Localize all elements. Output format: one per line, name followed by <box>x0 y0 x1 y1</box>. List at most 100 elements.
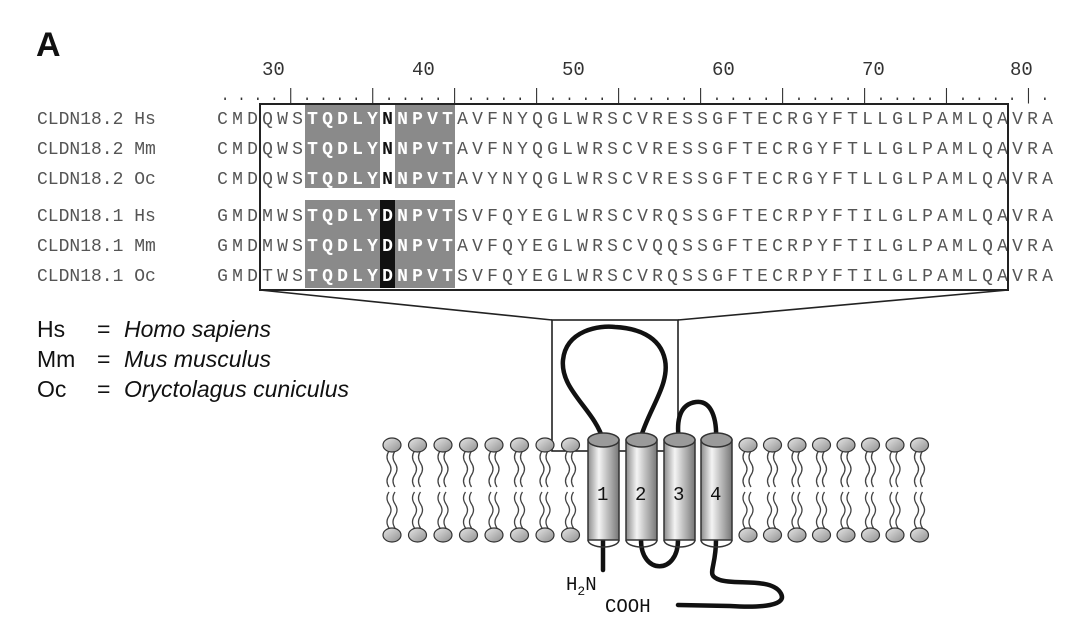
residue: M <box>952 237 963 257</box>
residue: F <box>727 140 738 160</box>
residue: A <box>1042 267 1053 287</box>
residue: A <box>457 110 468 130</box>
legend-eq: = <box>97 376 110 402</box>
residue: S <box>682 170 693 190</box>
residue: V <box>1012 110 1023 130</box>
highlight-box-group1 <box>305 104 380 188</box>
sequence-alignment: CLDN18.2 Hs CLDN18.2 Mm CLDN18.2 Oc CLDN… <box>37 103 1053 291</box>
residue: D <box>382 207 393 227</box>
residue: N <box>382 170 393 190</box>
residue: S <box>457 267 468 287</box>
residue: L <box>352 140 363 160</box>
ruler-number: 30 <box>262 59 285 81</box>
residue: C <box>217 140 228 160</box>
residue: C <box>622 110 633 130</box>
lipid <box>836 437 856 543</box>
helix-label: 2 <box>635 484 646 506</box>
residue: G <box>892 170 903 190</box>
residue: V <box>427 237 438 257</box>
residue: Y <box>517 267 528 287</box>
residue: E <box>757 110 768 130</box>
residue: A <box>937 140 948 160</box>
residue: Y <box>487 170 498 190</box>
residue: T <box>847 110 858 130</box>
ruler-dots: . . . . | . . . . | . . . . | . . . . | … <box>221 87 1049 106</box>
residue: N <box>397 140 408 160</box>
residue: V <box>427 170 438 190</box>
residue: M <box>232 207 243 227</box>
lipid <box>484 437 504 543</box>
residue: F <box>727 207 738 227</box>
residue: C <box>772 237 783 257</box>
residue: L <box>907 140 918 160</box>
residue: T <box>442 207 453 227</box>
residue: P <box>802 267 813 287</box>
lipid <box>535 437 555 543</box>
residue: S <box>292 110 303 130</box>
residue: L <box>877 267 888 287</box>
residue: G <box>547 110 558 130</box>
residue: S <box>292 140 303 160</box>
residue: T <box>847 267 858 287</box>
residue: T <box>262 267 273 287</box>
residue: L <box>562 237 573 257</box>
residue: N <box>382 140 393 160</box>
residue: T <box>442 267 453 287</box>
residue: R <box>592 170 603 190</box>
residue: R <box>652 170 663 190</box>
residue: T <box>442 170 453 190</box>
residue: E <box>757 207 768 227</box>
residue: Y <box>517 110 528 130</box>
residue: Q <box>532 140 543 160</box>
residue: E <box>667 140 678 160</box>
residue: V <box>637 110 648 130</box>
residue: S <box>292 207 303 227</box>
residue: V <box>637 237 648 257</box>
panel-label: A <box>36 26 61 64</box>
residue: Q <box>667 207 678 227</box>
residue: F <box>727 237 738 257</box>
residue: S <box>607 110 618 130</box>
residue: G <box>892 140 903 160</box>
residue: W <box>277 267 288 287</box>
ruler-number: 80 <box>1010 59 1033 81</box>
residue: S <box>607 237 618 257</box>
residue: G <box>802 110 813 130</box>
residue: M <box>952 170 963 190</box>
residue: T <box>442 110 453 130</box>
residue: G <box>712 237 723 257</box>
residue: W <box>577 170 588 190</box>
residue: S <box>682 237 693 257</box>
residue: P <box>922 110 933 130</box>
residue: S <box>457 207 468 227</box>
residue: G <box>892 207 903 227</box>
residue: D <box>337 207 348 227</box>
residue: D <box>247 267 258 287</box>
residue: S <box>697 267 708 287</box>
position-ruler: 30 40 50 60 70 80 . . . . | . . . . | . … <box>221 59 1049 106</box>
residue: W <box>277 140 288 160</box>
residue: D <box>382 237 393 257</box>
residue: Q <box>262 170 273 190</box>
residue: N <box>502 170 513 190</box>
residue: V <box>637 267 648 287</box>
residue: R <box>1027 170 1038 190</box>
residue: M <box>952 140 963 160</box>
residue: L <box>877 170 888 190</box>
residue: A <box>1042 207 1053 227</box>
residue: L <box>967 267 978 287</box>
residue: P <box>922 140 933 160</box>
residue: R <box>787 170 798 190</box>
residue: P <box>802 237 813 257</box>
residue: G <box>547 237 558 257</box>
residue: P <box>922 267 933 287</box>
residue: L <box>352 110 363 130</box>
residue: R <box>652 110 663 130</box>
legend-abbr: Oc <box>37 376 66 402</box>
residue: Q <box>262 140 273 160</box>
residue: T <box>847 170 858 190</box>
zoom-connector <box>259 289 1009 452</box>
residue: V <box>472 140 483 160</box>
lipid <box>458 437 479 543</box>
